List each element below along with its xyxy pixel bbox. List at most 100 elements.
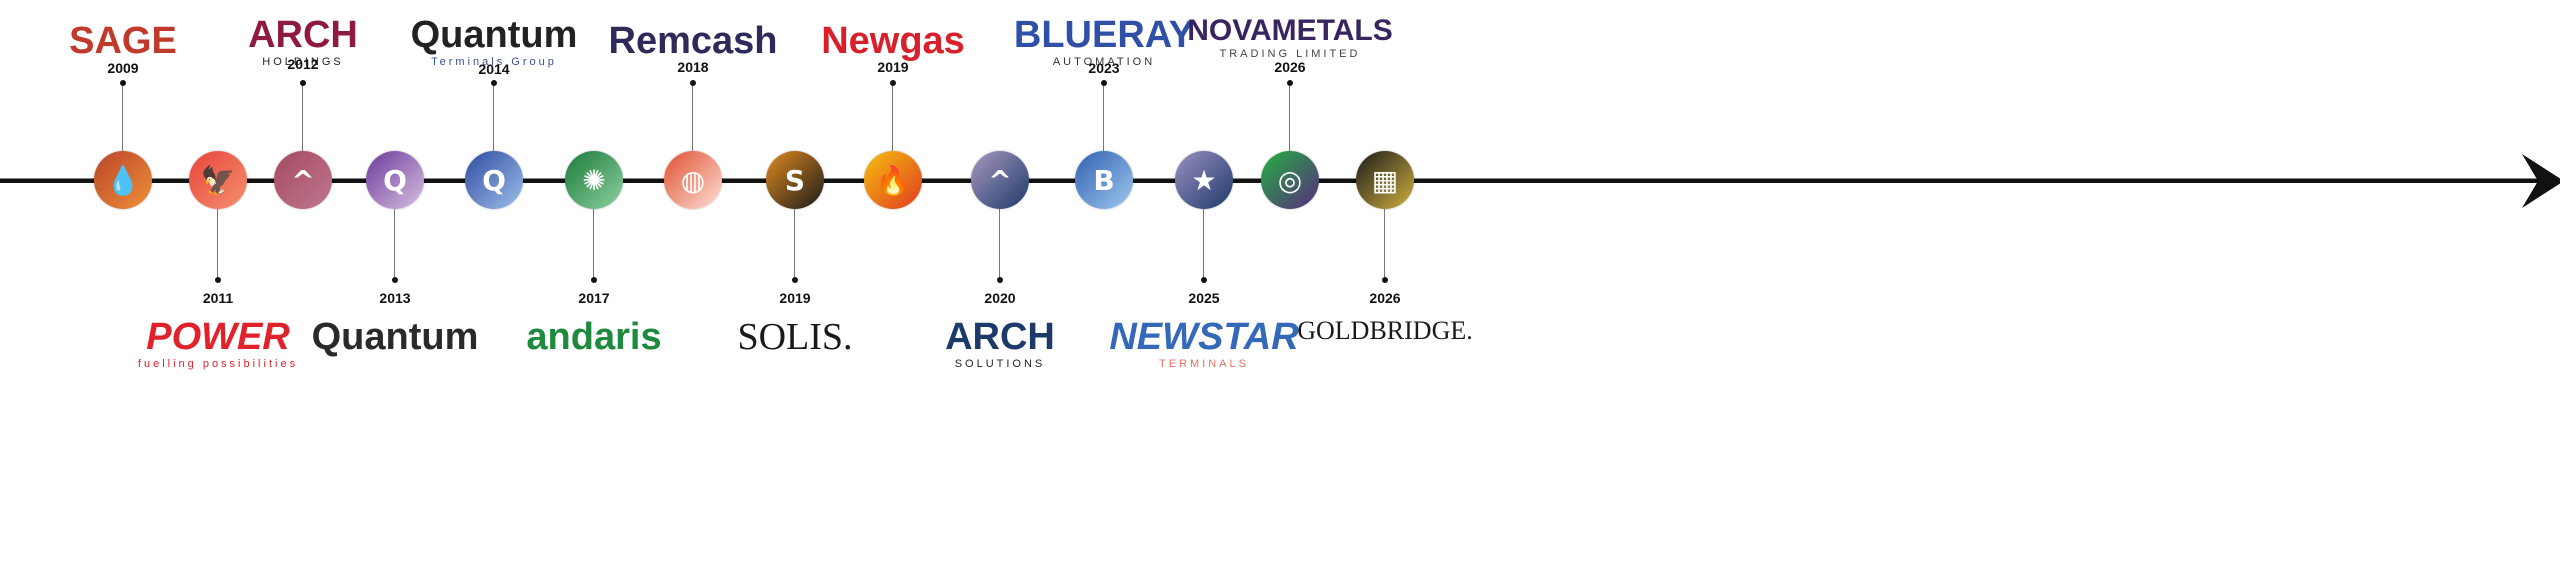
connector-line — [1289, 83, 1290, 151]
eagle-icon[interactable]: 🦅 — [189, 151, 247, 209]
company-name: Quantum — [311, 316, 479, 358]
company-logo: GOLDBRIDGE. — [1245, 318, 1525, 344]
milestone-year: 2009 — [107, 60, 139, 76]
company-name: ARCH — [248, 14, 358, 56]
s-letter-icon[interactable]: S — [766, 151, 824, 209]
milestone-year: 2011 — [202, 290, 234, 306]
connector-dot — [690, 80, 696, 86]
connector-dot — [215, 277, 221, 283]
connector-dot — [890, 80, 896, 86]
connector-dot — [591, 277, 597, 283]
company-logo: SAGE — [0, 22, 263, 60]
arch-icon-glyph: ^ — [988, 163, 1012, 197]
star-icon-glyph: ★ — [1191, 163, 1217, 197]
connector-dot — [392, 277, 398, 283]
company-name: Remcash — [608, 20, 778, 62]
connector-line — [794, 209, 795, 279]
gold-bars-icon-glyph: ▦ — [1371, 163, 1399, 197]
drop-icon-glyph: 💧 — [105, 163, 141, 197]
company-logo: andaris — [454, 318, 734, 356]
company-tagline: Terminals Group — [431, 56, 557, 68]
leaf-icon[interactable]: ✺ — [565, 151, 623, 209]
star-icon[interactable]: ★ — [1175, 151, 1233, 209]
connector-dot — [120, 80, 126, 86]
ring-icon[interactable]: ◎ — [1261, 151, 1319, 209]
company-name: POWER — [146, 316, 290, 358]
milestone-year: 2018 — [677, 59, 709, 75]
connector-dot — [300, 80, 306, 86]
milestone-year: 2026 — [1274, 59, 1306, 75]
leaf-icon-glyph: ✺ — [582, 163, 606, 197]
b-letter-icon-glyph: B — [1093, 163, 1115, 197]
connector-line — [1384, 209, 1385, 279]
arch-icon-glyph: ^ — [291, 163, 315, 197]
company-logo: Quantum — [255, 318, 535, 356]
company-name: BLUERAY — [1013, 14, 1195, 56]
company-tagline: TRADING LIMITED — [1219, 48, 1361, 60]
eagle-icon-glyph: 🦅 — [200, 163, 236, 197]
company-tagline: HOLDINGS — [262, 56, 344, 68]
company-name: Quantum — [410, 14, 578, 56]
company-name: SAGE — [69, 20, 177, 62]
connector-line — [692, 83, 693, 151]
flame-icon-glyph: 🔥 — [875, 163, 911, 197]
company-logo: Remcash — [553, 22, 833, 60]
milestone-year: 2026 — [1369, 290, 1401, 306]
company-name: SOLIS. — [737, 316, 853, 358]
ring-icon-glyph: ◎ — [1277, 163, 1303, 197]
company-name: GOLDBRIDGE. — [1297, 316, 1473, 345]
milestone-year: 2017 — [578, 290, 610, 306]
connector-line — [593, 209, 594, 279]
flame-icon[interactable]: 🔥 — [864, 151, 922, 209]
quantum-icon[interactable]: Q — [465, 151, 523, 209]
connector-dot — [792, 277, 798, 283]
connector-dot — [1201, 277, 1207, 283]
company-tagline: SOLUTIONS — [954, 358, 1046, 370]
company-tagline: fuelling possibilities — [137, 358, 299, 370]
globe-icon[interactable]: ◍ — [664, 151, 722, 209]
milestone-year: 2019 — [779, 290, 811, 306]
connector-dot — [997, 277, 1003, 283]
s-letter-icon-glyph: S — [784, 163, 806, 197]
connector-line — [892, 83, 893, 151]
connector-dot — [491, 80, 497, 86]
milestone-year: 2019 — [877, 59, 909, 75]
connector-line — [122, 83, 123, 151]
connector-line — [217, 209, 218, 279]
connector-line — [1103, 83, 1104, 151]
gold-bars-icon[interactable]: ▦ — [1356, 151, 1414, 209]
drop-icon[interactable]: 💧 — [94, 151, 152, 209]
arch-icon[interactable]: ^ — [971, 151, 1029, 209]
quantum-icon-glyph: Q — [482, 163, 506, 197]
globe-icon-glyph: ◍ — [680, 163, 706, 197]
company-name: ARCH — [945, 316, 1055, 358]
connector-dot — [1287, 80, 1293, 86]
milestone-year: 2023 — [1088, 60, 1120, 76]
connector-line — [999, 209, 1000, 279]
quantum-icon[interactable]: Q — [366, 151, 424, 209]
b-letter-icon[interactable]: B — [1075, 151, 1133, 209]
company-name: Newgas — [821, 20, 965, 62]
company-name: NEWSTAR — [1109, 316, 1299, 358]
company-name: NOVAMETALS — [1187, 14, 1393, 47]
connector-line — [493, 83, 494, 151]
milestone-year: 2020 — [984, 290, 1016, 306]
milestone-year: 2014 — [478, 61, 510, 77]
connector-line — [1203, 209, 1204, 279]
connector-line — [302, 83, 303, 151]
connector-dot — [1382, 277, 1388, 283]
company-tagline: AUTOMATION — [1052, 56, 1156, 68]
milestone-year: 2013 — [379, 290, 411, 306]
quantum-icon-glyph: Q — [383, 163, 407, 197]
company-logo: Newgas — [753, 22, 1033, 60]
milestone-year: 2025 — [1188, 290, 1220, 306]
company-tagline: TERMINALS — [1159, 358, 1249, 370]
arch-icon[interactable]: ^ — [274, 151, 332, 209]
